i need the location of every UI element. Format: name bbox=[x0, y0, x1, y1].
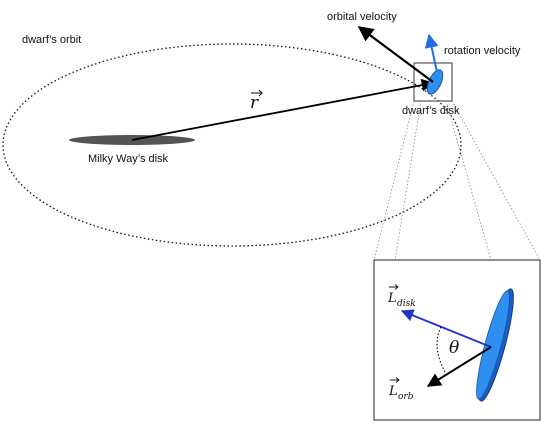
angle-label: θ bbox=[449, 338, 459, 358]
position-vector-label: r bbox=[250, 93, 259, 113]
projection-line bbox=[445, 100, 492, 261]
angle-arc bbox=[436, 326, 447, 375]
dwarf-orbit-ellipse bbox=[2, 43, 462, 247]
dwarf-disk-label: dwarf’s disk bbox=[402, 105, 460, 117]
position-vector-accent bbox=[251, 89, 263, 97]
projection-line bbox=[394, 100, 422, 261]
milky-way-disk-label: Milky Way’s disk bbox=[88, 153, 169, 165]
dwarf-disk-large bbox=[476, 290, 510, 400]
l-orb-accent bbox=[390, 377, 400, 383]
projection-line bbox=[373, 100, 415, 261]
orbital-velocity-label: orbital velocity bbox=[327, 11, 397, 23]
l-disk-subscript: disk bbox=[397, 299, 416, 309]
position-vector-arrow bbox=[131, 78, 435, 141]
l-disk-accent bbox=[389, 284, 399, 290]
orbit-label: dwarf’s orbit bbox=[22, 34, 81, 46]
l-orb-arrow bbox=[426, 346, 492, 387]
dwarf-zoom-box bbox=[413, 62, 453, 102]
inset-box bbox=[373, 259, 541, 421]
rotation-velocity-label: rotation velocity bbox=[444, 45, 521, 57]
rotation-velocity-arrow bbox=[424, 33, 439, 73]
orbital-velocity-arrow bbox=[357, 26, 434, 83]
dwarf-disk-small bbox=[426, 69, 444, 95]
l-disk-label: L bbox=[387, 291, 397, 306]
projection-line bbox=[451, 100, 541, 261]
l-orb-label: L bbox=[388, 384, 398, 399]
l-disk-arrow bbox=[400, 309, 492, 348]
l-orb-subscript: orb bbox=[398, 392, 414, 402]
